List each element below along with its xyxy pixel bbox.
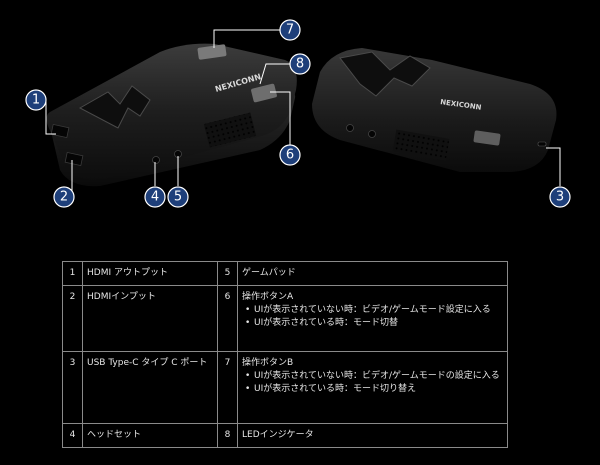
port-label: HDMI アウトプット (82, 261, 218, 286)
callout-1: 1 (25, 89, 47, 111)
hdmi-in-port (64, 151, 84, 167)
row-number: 4 (62, 423, 83, 448)
callout-7-circle (279, 19, 301, 41)
jack-right-1 (346, 124, 354, 132)
bullet-item: UIが表示されている時：モード切り替え (245, 383, 503, 396)
bullet-list: UIが表示されていない時：ビデオ/ゲームモードの設定に入る UIが表示されている… (242, 370, 503, 396)
callout-3-label: 3 (556, 190, 564, 205)
device-left-x-grille (78, 85, 151, 129)
callout-4-label: 4 (151, 190, 159, 205)
vent-left (203, 112, 257, 148)
port-description: 操作ボタンB UIが表示されていない時：ビデオ/ゲームモードの設定に入る UIが… (237, 351, 508, 424)
table-row: 3 USB Type-C タイプ C ポート 7 操作ボタンB UIが表示されて… (62, 351, 508, 424)
port-description: 操作ボタンA UIが表示されていない時：ビデオ/ゲームモード設定に入る UIが表… (237, 285, 508, 352)
headset-jack (152, 156, 160, 164)
callout-5-circle (167, 186, 189, 208)
callout-1-circle (25, 89, 47, 111)
product-photo: NEXICONN NEXICONN 1 2 3 (25, 19, 571, 208)
callout-3-circle (549, 186, 571, 208)
callout-5: 5 (167, 186, 189, 208)
device-right-x-grille (339, 51, 431, 97)
port-label: 操作ボタンA (242, 292, 294, 302)
capture-device-right: NEXICONN (312, 48, 557, 172)
led-indicator-right (473, 130, 501, 146)
callout-4-circle (144, 186, 166, 208)
port-label: ヘッドセット (82, 423, 218, 448)
port-label: 操作ボタンB (242, 358, 294, 368)
callout-2: 2 (53, 186, 75, 208)
usb-c-port (537, 141, 547, 147)
callout-8: 8 (289, 53, 311, 75)
callout-4: 4 (144, 186, 166, 208)
button-a-left (197, 44, 227, 60)
row-number: 5 (217, 261, 238, 286)
table-row: 4 ヘッドセット 8 LEDインジケータ (62, 423, 508, 448)
row-number: 6 (217, 285, 238, 352)
port-spec-table: 1 HDMI アウトプット 5 ゲームパッド 2 HDMIインプット 6 操作ボ… (62, 261, 508, 448)
leader-lines (45, 29, 561, 196)
callout-5-label: 5 (174, 190, 182, 205)
row-number: 7 (217, 351, 238, 424)
port-description: LEDインジケータ (237, 423, 508, 448)
callout-7: 7 (279, 19, 301, 41)
callout-2-label: 2 (60, 190, 68, 205)
port-label: ゲームパッド (242, 268, 296, 278)
table-row: 2 HDMIインプット 6 操作ボタンA UIが表示されていない時：ビデオ/ゲー… (62, 285, 508, 352)
bullet-item: UIが表示されている時：モード切替 (245, 317, 503, 330)
port-label: HDMIインプット (82, 285, 218, 352)
row-number: 8 (217, 423, 238, 448)
row-number: 1 (62, 261, 83, 286)
callout-1-label: 1 (32, 93, 40, 108)
capture-device-left: NEXICONN (46, 43, 297, 187)
bullet-item: UIが表示されていない時：ビデオ/ゲームモードの設定に入る (245, 370, 503, 383)
row-number: 2 (62, 285, 83, 352)
callout-8-label: 8 (296, 57, 304, 72)
callout-8-circle (289, 53, 311, 75)
callout-6-label: 6 (286, 148, 294, 163)
port-description: ゲームパッド (237, 261, 508, 286)
table-row: 1 HDMI アウトプット 5 ゲームパッド (62, 261, 508, 286)
bullet-list: UIが表示されていない時：ビデオ/ゲームモード設定に入る UIが表示されている時… (242, 304, 503, 330)
bullet-item: UIが表示されていない時：ビデオ/ゲームモード設定に入る (245, 304, 503, 317)
callout-6: 6 (279, 144, 301, 166)
callout-2-circle (53, 186, 75, 208)
vent-right (392, 129, 450, 161)
callout-6-circle (279, 144, 301, 166)
jack-right-2 (368, 130, 376, 138)
device-left-top (46, 43, 297, 180)
row-number: 3 (62, 351, 83, 424)
callout-3: 3 (549, 186, 571, 208)
port-label: LEDインジケータ (242, 430, 314, 440)
callout-7-label: 7 (286, 23, 294, 38)
port-label: USB Type-C タイプ C ポート (82, 351, 218, 424)
button-b-left (251, 83, 277, 103)
